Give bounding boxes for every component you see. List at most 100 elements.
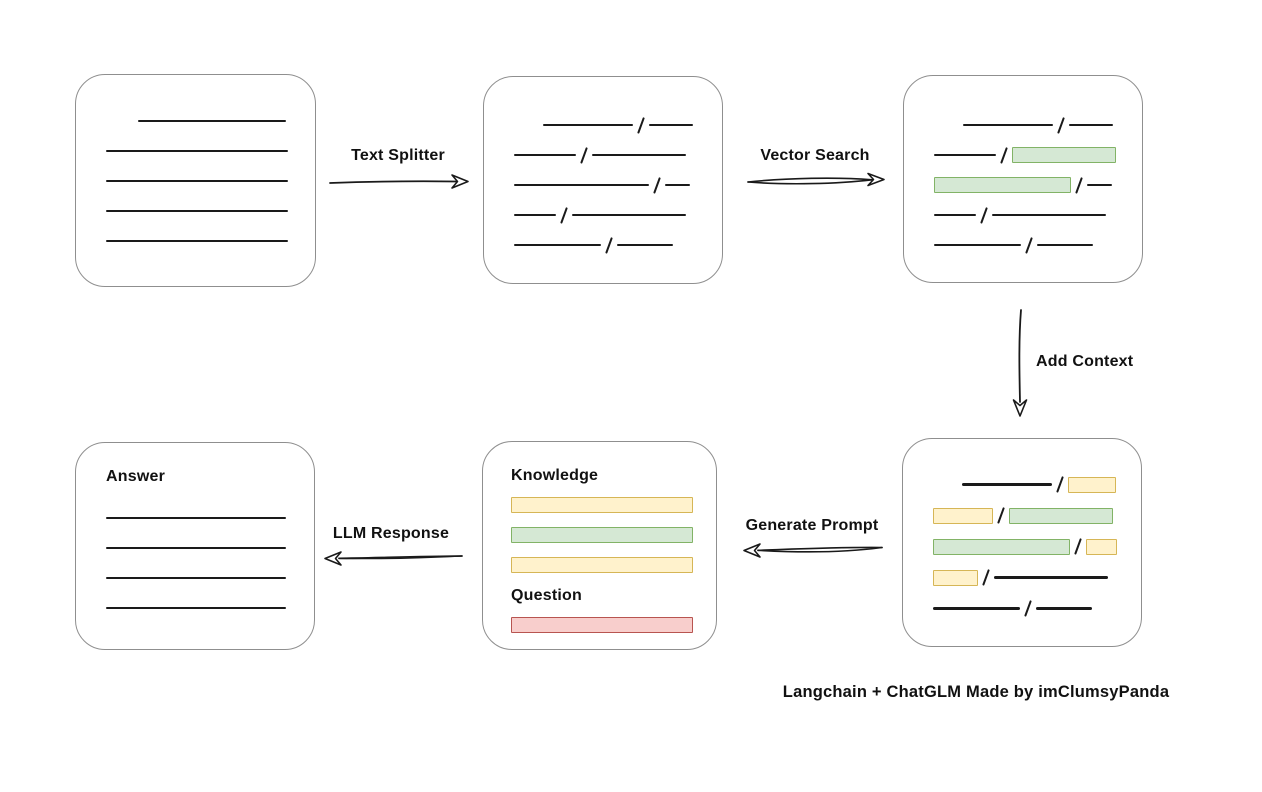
green-chunk (934, 177, 1071, 193)
text-line (933, 607, 1020, 610)
text-line (992, 213, 1107, 217)
chunk-lines (514, 110, 722, 260)
arrow-right-icon (747, 172, 885, 187)
indent-gap (934, 125, 963, 126)
green-chunk (1009, 507, 1114, 524)
text-line (514, 243, 601, 247)
text-row (106, 533, 314, 563)
text-line (106, 239, 288, 243)
text-row (933, 562, 1141, 593)
slash-separator (605, 236, 614, 254)
slash-separator (982, 569, 991, 586)
text-line (106, 576, 286, 580)
text-row (106, 166, 315, 196)
node-vector-matches (903, 75, 1143, 283)
context-lines (933, 469, 1141, 624)
text-row (933, 469, 1141, 500)
text-row (514, 110, 722, 140)
text-line (934, 243, 1021, 247)
arrow-right-icon (329, 174, 469, 189)
text-line (963, 123, 1053, 127)
yellow-chunk (1068, 476, 1117, 493)
text-line (106, 516, 286, 520)
text-line (514, 183, 649, 187)
text-row (514, 200, 722, 230)
slash-separator (637, 116, 646, 134)
text-line (665, 183, 691, 187)
green-chunk (511, 527, 693, 543)
arrow-left-icon (324, 551, 463, 566)
text-row (106, 136, 315, 166)
yellow-chunk (933, 507, 993, 524)
knowledge-label: Knowledge (511, 467, 599, 484)
text-row (106, 106, 315, 136)
text-row (106, 503, 314, 533)
text-line (934, 153, 996, 157)
text-line (962, 483, 1052, 486)
node-prompt: Knowledge Question (482, 441, 717, 650)
slash-separator (580, 146, 589, 164)
text-row (934, 200, 1142, 230)
text-line (1069, 123, 1114, 127)
slash-separator (653, 176, 662, 194)
text-row (934, 170, 1142, 200)
red-chunk (511, 617, 693, 633)
text-line (514, 213, 556, 217)
text-splitter-label: Text Splitter (351, 147, 445, 164)
text-line (1087, 183, 1113, 187)
text-row (933, 500, 1141, 531)
llm-response-label: LLM Response (332, 525, 450, 542)
text-line (572, 213, 687, 217)
slash-separator (1075, 176, 1084, 194)
text-row (511, 520, 716, 550)
vector-match-lines (934, 110, 1142, 260)
knowledge-bars (511, 490, 716, 580)
add-context-label: Add Context (1036, 353, 1134, 370)
text-row (106, 196, 315, 226)
text-row (511, 550, 716, 580)
slash-separator (1024, 600, 1033, 617)
text-row (934, 110, 1142, 140)
yellow-chunk (511, 557, 693, 573)
slash-separator (1025, 236, 1034, 254)
slash-separator (997, 507, 1006, 524)
yellow-chunk (933, 569, 978, 586)
arrow-down-icon (1012, 309, 1028, 417)
slash-separator (1057, 116, 1066, 134)
node-answer: Answer (75, 442, 315, 650)
text-line (106, 546, 286, 550)
text-row (514, 140, 722, 170)
text-line (649, 123, 694, 127)
text-line (106, 179, 288, 183)
indent-gap (933, 484, 962, 485)
indent-gap (514, 125, 543, 126)
node-source-document (75, 74, 316, 287)
text-row (933, 531, 1141, 562)
text-row (934, 230, 1142, 260)
question-label: Question (511, 587, 582, 604)
generate-prompt-label: Generate Prompt (745, 517, 879, 534)
slash-separator (1074, 538, 1083, 555)
text-line (934, 213, 976, 217)
slash-separator (980, 206, 989, 224)
text-line (138, 119, 286, 123)
green-chunk (1012, 147, 1117, 163)
text-line (543, 123, 633, 127)
text-line (994, 576, 1109, 579)
text-line (617, 243, 674, 247)
answer-lines (106, 503, 314, 623)
text-line (1036, 607, 1093, 610)
text-line (106, 606, 286, 610)
node-split-chunks (483, 76, 723, 284)
indent-gap (106, 121, 138, 122)
slash-separator (1000, 146, 1009, 164)
yellow-chunk (1086, 538, 1118, 555)
document-lines (106, 106, 315, 256)
text-line (106, 209, 288, 213)
arrow-left-icon (743, 543, 883, 558)
text-row (511, 610, 716, 640)
text-row (106, 226, 315, 256)
slash-separator (560, 206, 569, 224)
text-row (933, 593, 1141, 624)
